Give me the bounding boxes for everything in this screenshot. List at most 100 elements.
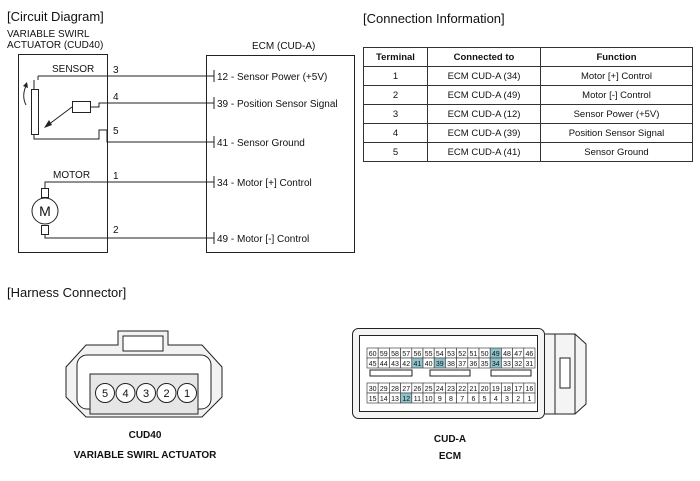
table-row: 4 ECM CUD-A (39) Position Sensor Signal — [363, 123, 693, 143]
connection-info-title: [Connection Information] — [363, 11, 505, 26]
ecm-pin-number: 55 — [425, 351, 433, 358]
actuator-box — [18, 54, 108, 253]
ecm-pin-number: 51 — [470, 351, 478, 358]
ecm-pin-number: 35 — [481, 361, 489, 368]
motor-symbol — [31, 181, 107, 239]
ecm-pin-number: 19 — [492, 386, 500, 393]
actuator-pin-4: 4 — [113, 92, 119, 103]
ecm-pin-number: 45 — [369, 361, 377, 368]
ecm-label: ECM (CUD-A) — [252, 41, 316, 52]
table-row: 5 ECM CUD-A (41) Sensor Ground — [363, 142, 693, 162]
motor-letter: M — [39, 203, 51, 219]
actuator-label-line2: ACTUATOR (CUD40) — [7, 40, 104, 51]
connected-to-cell: ECM CUD-A (49) — [427, 85, 541, 105]
ecm-connector-description: ECM — [438, 451, 462, 462]
cud40-pin-label: 4 — [122, 388, 128, 400]
ecm-pin-number: 57 — [402, 351, 410, 358]
ecm-pin-number: 41 — [414, 361, 422, 368]
table-row: 3 ECM CUD-A (12) Sensor Power (+5V) — [363, 104, 693, 124]
ecm-pin-number: 34 — [492, 361, 500, 368]
ecm-pin-number: 37 — [458, 361, 466, 368]
ecm-pin-number: 17 — [514, 386, 522, 393]
ecm-pin-number: 10 — [425, 396, 433, 403]
connected-to-cell: ECM CUD-A (41) — [427, 142, 541, 162]
ecm-pin-number: 5 — [483, 396, 487, 403]
ecm-pin-number: 8 — [449, 396, 453, 403]
ecm-pin-number: 28 — [391, 386, 399, 393]
table-row: 2 ECM CUD-A (49) Motor [-] Control — [363, 85, 693, 105]
ecm-pin-number: 25 — [425, 386, 433, 393]
ecm-pin-number: 49 — [492, 351, 500, 358]
ecm-pin-number: 1 — [527, 396, 531, 403]
table-header-row: Terminal Connected to Function — [363, 47, 693, 67]
cud40-pin-label: 1 — [184, 388, 190, 400]
ecm-pin-number: 56 — [414, 351, 422, 358]
wires — [106, 75, 214, 239]
cud40-pin-label: 2 — [163, 388, 169, 400]
terminal-cell: 5 — [363, 142, 428, 162]
ecm-pin-number: 47 — [514, 351, 522, 358]
motor-label: MOTOR — [53, 170, 91, 181]
header-terminal: Terminal — [363, 47, 428, 67]
ecm-pin-number: 18 — [503, 386, 511, 393]
cud40-pin — [156, 383, 177, 403]
ecm-pin-number: 4 — [494, 396, 498, 403]
ecm-pin-number: 32 — [514, 361, 522, 368]
cud40-pin — [95, 383, 115, 403]
ecm-pin-number: 39 — [436, 361, 444, 368]
cud40-description: VARIABLE SWIRL ACTUATOR — [73, 450, 217, 461]
ecm-connector-name: CUD-A — [433, 434, 467, 445]
ecm-pin-12-label: 12 - Sensor Power (+5V) — [217, 72, 327, 83]
ecm-pin-number: 24 — [436, 386, 444, 393]
terminal-cell: 3 — [363, 104, 428, 124]
ecm-pin-number: 33 — [503, 361, 511, 368]
curved-arrow-head — [23, 82, 28, 88]
terminal-cell: 1 — [363, 66, 428, 86]
ecm-pin-number: 11 — [414, 396, 421, 403]
circuit-diagram-title: [Circuit Diagram] — [7, 9, 104, 24]
ecm-pin-number: 14 — [380, 396, 388, 403]
ecm-pin-number: 52 — [458, 351, 466, 358]
ecm-pin-41-label: 41 - Sensor Ground — [217, 138, 305, 149]
ecm-pin-cell — [523, 392, 536, 404]
ecm-pin-34-label: 34 - Motor [+] Control — [217, 178, 312, 189]
ecm-pin-number: 59 — [380, 351, 388, 358]
ecm-pin-number: 43 — [391, 361, 399, 368]
ecm-pin-number: 12 — [402, 396, 410, 403]
ecm-pin-number: 42 — [402, 361, 410, 368]
actuator-pin-1: 1 — [113, 171, 119, 182]
actuator-label-line1: VARIABLE SWIRL — [7, 29, 90, 40]
ecm-pin-number: 13 — [391, 396, 399, 403]
table-row: 1 ECM CUD-A (34) Motor [+] Control — [363, 66, 693, 86]
ecm-pin-number: 54 — [436, 351, 444, 358]
actuator-pin-5: 5 — [113, 126, 119, 137]
ecm-pin-number: 22 — [458, 386, 466, 393]
connected-to-cell: ECM CUD-A (39) — [427, 123, 541, 143]
ecm-pin-number: 2 — [516, 396, 520, 403]
ecm-pin-number: 58 — [391, 351, 399, 358]
function-cell: Sensor Power (+5V) — [540, 104, 693, 124]
connected-to-cell: ECM CUD-A (34) — [427, 66, 541, 86]
sensor-signal-wire — [91, 102, 107, 108]
function-cell: Sensor Ground — [540, 142, 693, 162]
function-cell: Motor [+] Control — [540, 66, 693, 86]
ecm-pin-number: 30 — [369, 386, 377, 393]
ecm-pin-number: 29 — [380, 386, 388, 393]
sensor-element — [72, 101, 91, 113]
ecm-pin-number: 44 — [380, 361, 388, 368]
ecm-pin-number: 60 — [369, 351, 377, 358]
cud40-latch — [122, 335, 164, 352]
ecm-pin-49-label: 49 - Motor [-] Control — [217, 234, 309, 245]
ecm-pin-number: 26 — [414, 386, 422, 393]
function-cell: Motor [-] Control — [540, 85, 693, 105]
ecm-pin-number: 31 — [526, 361, 534, 368]
terminal-cell: 2 — [363, 85, 428, 105]
ecm-pin-number: 15 — [369, 396, 377, 403]
connection-table: Terminal Connected to Function 1 ECM CUD… — [363, 47, 693, 162]
harness-connector-title: [Harness Connector] — [7, 285, 127, 300]
header-function: Function — [540, 47, 693, 67]
ecm-pin-number: 21 — [470, 386, 478, 393]
connected-to-cell: ECM CUD-A (12) — [427, 104, 541, 124]
